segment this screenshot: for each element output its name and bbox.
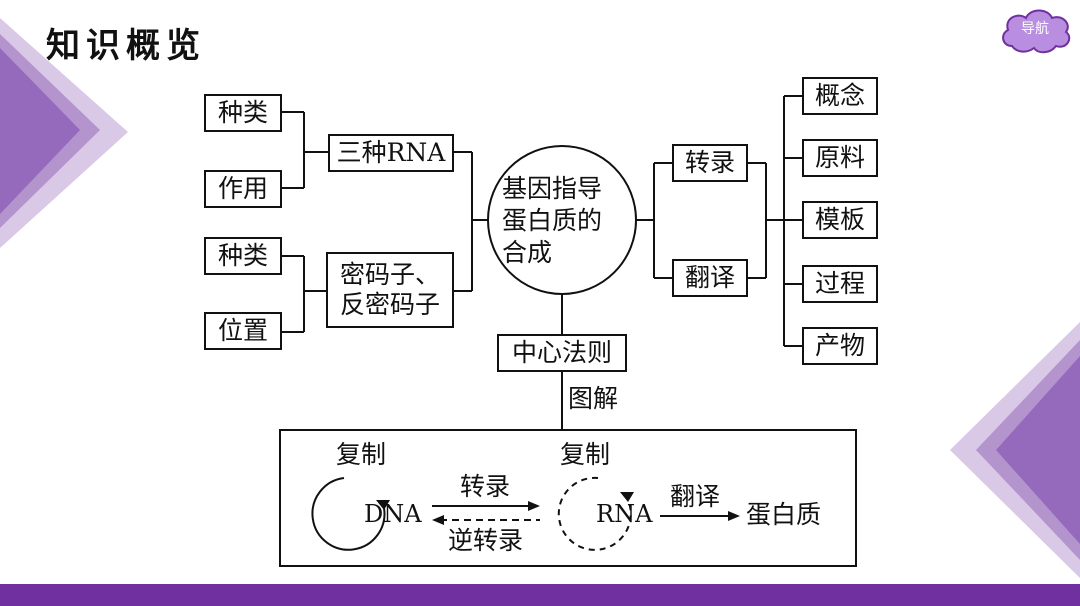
translation-box: 翻译: [672, 259, 748, 297]
codon-box: 密码子、反密码子: [326, 252, 454, 328]
dna-replication-arc: [311, 477, 386, 551]
transcription-label: 转录: [460, 472, 511, 501]
left-type-box-2: 种类: [204, 237, 282, 275]
dna-replication-label: 复制: [336, 440, 387, 469]
bottom-accent-bar: [0, 584, 1080, 606]
dna-replication-arrowhead: [376, 500, 390, 510]
dna-label: DNA: [364, 500, 422, 528]
page-title: 知识概览: [46, 26, 206, 66]
center-circle: [487, 145, 637, 295]
aspect-process-box: 过程: [802, 265, 878, 303]
right-decor-inner: [996, 356, 1080, 544]
left-function-box: 作用: [204, 170, 282, 208]
rna-replication-arc: [557, 476, 632, 551]
left-type-box-1: 种类: [204, 94, 282, 132]
left-decor-inner: [0, 48, 80, 214]
protein-label: 蛋白质: [746, 500, 822, 529]
rna-label: RNA: [596, 500, 653, 528]
translation-label: 翻译: [670, 482, 721, 511]
three-rna-box: 三种RNA: [328, 134, 454, 172]
rna-replication-arrowhead: [620, 492, 634, 502]
nav-button[interactable]: 导航: [1021, 21, 1049, 37]
rna-replication-label: 复制: [560, 440, 611, 469]
central-dogma-box: 中心法则: [497, 334, 627, 372]
nav-cloud-icon[interactable]: [998, 6, 1072, 54]
reverse-transcription-label: 逆转录: [448, 526, 524, 555]
aspect-template-box: 模板: [802, 201, 878, 239]
dogma-figure-frame: [279, 429, 857, 567]
diagram-sub-label: 图解: [568, 384, 619, 413]
left-position-box: 位置: [204, 312, 282, 350]
aspect-material-box: 原料: [802, 139, 878, 177]
aspect-product-box: 产物: [802, 327, 878, 365]
transcription-box: 转录: [672, 144, 748, 182]
aspect-concept-box: 概念: [802, 77, 878, 115]
center-topic: 基因指导蛋白质的合成: [502, 174, 603, 267]
